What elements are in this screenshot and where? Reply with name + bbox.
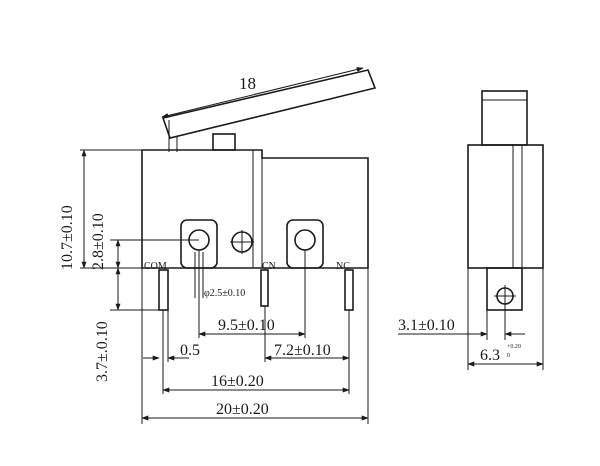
plunger [212, 133, 236, 151]
dimension-side-width: 6.3 +0.20 0 [467, 268, 544, 370]
nc-spacing-label: 7.2±0.10 [274, 342, 331, 359]
dimension-lever-length: 18 [161, 67, 364, 118]
side-actuator [481, 90, 528, 146]
pin-com [158, 269, 169, 311]
hole-height-label: 2.8±0.10 [90, 213, 107, 270]
label-com: COM [144, 261, 167, 272]
side-width-tol-lower: 0 [507, 353, 510, 359]
body-height-label: 10.7±0.10 [59, 205, 76, 270]
actuator-lever [161, 69, 377, 152]
label-cn: CN [262, 261, 276, 272]
pin-height-label: 3.7±.0.10 [94, 321, 111, 382]
side-hole-offset-label: 3.1±0.10 [398, 317, 455, 334]
outer-pin-spacing-label: 16±0.20 [211, 373, 264, 390]
dimension-body-width: 20±0.20 [141, 268, 369, 424]
switch-body [141, 149, 369, 269]
dimension-nc-spacing: 7.2±0.10 [264, 306, 350, 394]
dimension-outer-pin-spacing: 16±0.20 [162, 372, 350, 394]
hole-spacing-label: 9.5±0.10 [218, 317, 275, 334]
dimension-body-height: 10.7±0.10 [59, 149, 142, 270]
front-view: COM CN NC φ2.5±0.10 18 10.7±0.10 2.8±0.1… [59, 67, 377, 424]
pin-offset-label: 0.5 [180, 342, 200, 359]
side-view: 3.1±0.10 6.3 +0.20 0 [398, 90, 544, 370]
body-width-label: 20±0.20 [216, 401, 269, 418]
pin-cn [260, 269, 269, 307]
dimension-side-hole-offset: 3.1±0.10 [398, 305, 525, 340]
dimension-pin-offset: 0.5 [143, 310, 200, 362]
dimension-pin-height: 3.7±.0.10 [94, 267, 159, 382]
side-body [467, 144, 544, 269]
pin-nc [344, 269, 354, 311]
dimension-hole-height: 2.8±0.10 [90, 213, 199, 270]
lever-length-label: 18 [239, 74, 256, 93]
hole-diameter-label: φ2.5±0.10 [204, 288, 245, 299]
side-width-label: 6.3 [480, 347, 500, 364]
center-hole [230, 230, 254, 254]
label-nc: NC [336, 261, 350, 272]
dimension-hole-spacing: 9.5±0.10 [198, 250, 306, 338]
hole-diameter-callout: φ2.5±0.10 [194, 252, 245, 299]
side-width-tol-upper: +0.20 [507, 344, 521, 350]
